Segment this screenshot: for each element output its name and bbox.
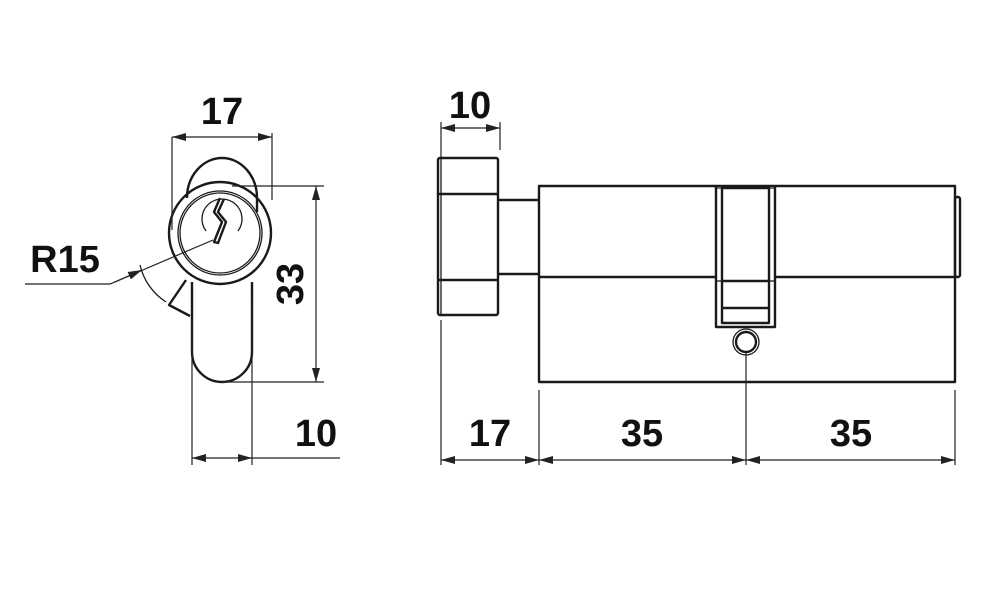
thumbturn-knob <box>436 156 500 317</box>
cam-outline <box>167 279 191 318</box>
fixing-hole <box>734 330 758 354</box>
cam-slot <box>714 186 777 329</box>
plug-inner <box>179 192 261 274</box>
cylinder-body <box>537 184 957 384</box>
thumbturn-shaft <box>498 198 539 276</box>
keyway-slot <box>212 197 228 245</box>
knob-length-label: 17 <box>469 413 511 455</box>
end-cap <box>953 195 962 279</box>
radius-leader <box>25 239 214 285</box>
bottom-width-label: 10 <box>295 413 337 455</box>
side-view: 10 17 35 35 <box>436 85 962 465</box>
keyway-circle <box>201 198 243 232</box>
width-label: 17 <box>201 91 243 133</box>
height-label: 33 <box>270 263 312 305</box>
right-half-label: 35 <box>830 413 872 455</box>
left-half-label: 35 <box>621 413 663 455</box>
outer-ring <box>167 180 273 286</box>
knob-width-label: 10 <box>449 85 491 127</box>
radius-label: R15 <box>30 239 100 281</box>
plug-outer <box>177 190 263 276</box>
front-view: 17 33 10 R15 <box>25 91 340 465</box>
radius-arc <box>139 264 167 303</box>
